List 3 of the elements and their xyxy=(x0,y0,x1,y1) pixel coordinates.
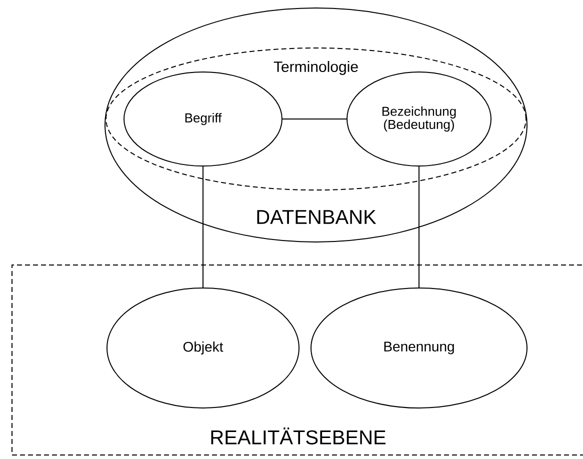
connector-line xyxy=(418,166,420,288)
connector-line xyxy=(282,118,347,120)
connector-line xyxy=(202,166,204,288)
